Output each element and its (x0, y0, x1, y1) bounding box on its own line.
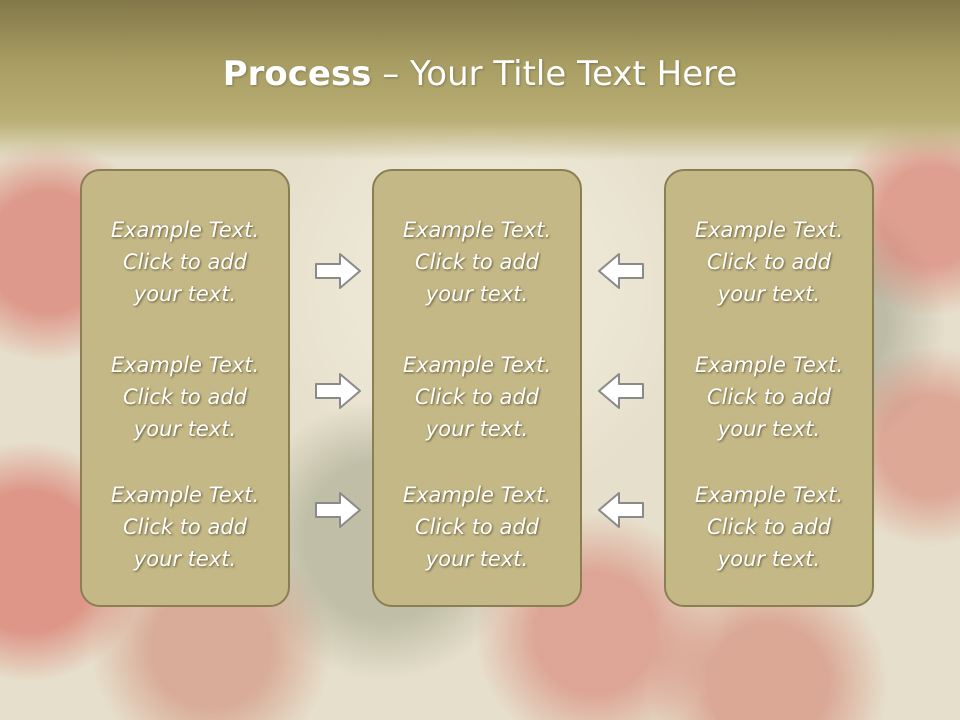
right-arrow-icon[interactable] (313, 251, 363, 291)
text-line: Click to add (122, 515, 247, 539)
text-line: Click to add (414, 385, 539, 409)
text-line: Click to add (122, 250, 247, 274)
text-block[interactable]: Example Text. Click to add your text. (374, 214, 580, 310)
text-line: your text. (717, 547, 821, 571)
text-line: Click to add (706, 385, 831, 409)
process-box-right[interactable]: Example Text. Click to add your text. Ex… (664, 169, 874, 607)
text-line: Click to add (414, 250, 539, 274)
text-line: Example Text. (402, 218, 552, 242)
text-line: Click to add (706, 250, 831, 274)
left-arrow-icon[interactable] (596, 490, 646, 530)
text-block[interactable]: Example Text. Click to add your text. (666, 214, 872, 310)
text-line: your text. (425, 417, 529, 441)
text-line: your text. (133, 547, 237, 571)
text-line: your text. (717, 417, 821, 441)
left-arrow-icon[interactable] (596, 371, 646, 411)
text-line: your text. (133, 282, 237, 306)
text-line: Example Text. (110, 483, 260, 507)
title-rest: – Your Title Text Here (371, 54, 738, 94)
title-bold: Process (222, 54, 372, 94)
text-line: your text. (425, 547, 529, 571)
text-line: Example Text. (694, 353, 844, 377)
text-block[interactable]: Example Text. Click to add your text. (666, 479, 872, 575)
text-line: Click to add (414, 515, 539, 539)
text-line: Example Text. (694, 218, 844, 242)
title-bar (0, 0, 960, 160)
text-block[interactable]: Example Text. Click to add your text. (82, 214, 288, 310)
text-line: Example Text. (402, 483, 552, 507)
text-block[interactable]: Example Text. Click to add your text. (374, 349, 580, 445)
left-arrow-icon[interactable] (596, 251, 646, 291)
text-block[interactable]: Example Text. Click to add your text. (666, 349, 872, 445)
process-box-left[interactable]: Example Text. Click to add your text. Ex… (80, 169, 290, 607)
text-line: Example Text. (694, 483, 844, 507)
process-box-center[interactable]: Example Text. Click to add your text. Ex… (372, 169, 582, 607)
text-line: Example Text. (402, 353, 552, 377)
text-block[interactable]: Example Text. Click to add your text. (82, 349, 288, 445)
text-line: Click to add (122, 385, 247, 409)
text-line: your text. (133, 417, 237, 441)
right-arrow-icon[interactable] (313, 490, 363, 530)
text-line: your text. (717, 282, 821, 306)
text-line: your text. (425, 282, 529, 306)
slide-title[interactable]: Process – Your Title Text Here (0, 52, 960, 96)
text-line: Example Text. (110, 353, 260, 377)
right-arrow-icon[interactable] (313, 371, 363, 411)
text-line: Example Text. (110, 218, 260, 242)
text-line: Click to add (706, 515, 831, 539)
text-block[interactable]: Example Text. Click to add your text. (82, 479, 288, 575)
text-block[interactable]: Example Text. Click to add your text. (374, 479, 580, 575)
